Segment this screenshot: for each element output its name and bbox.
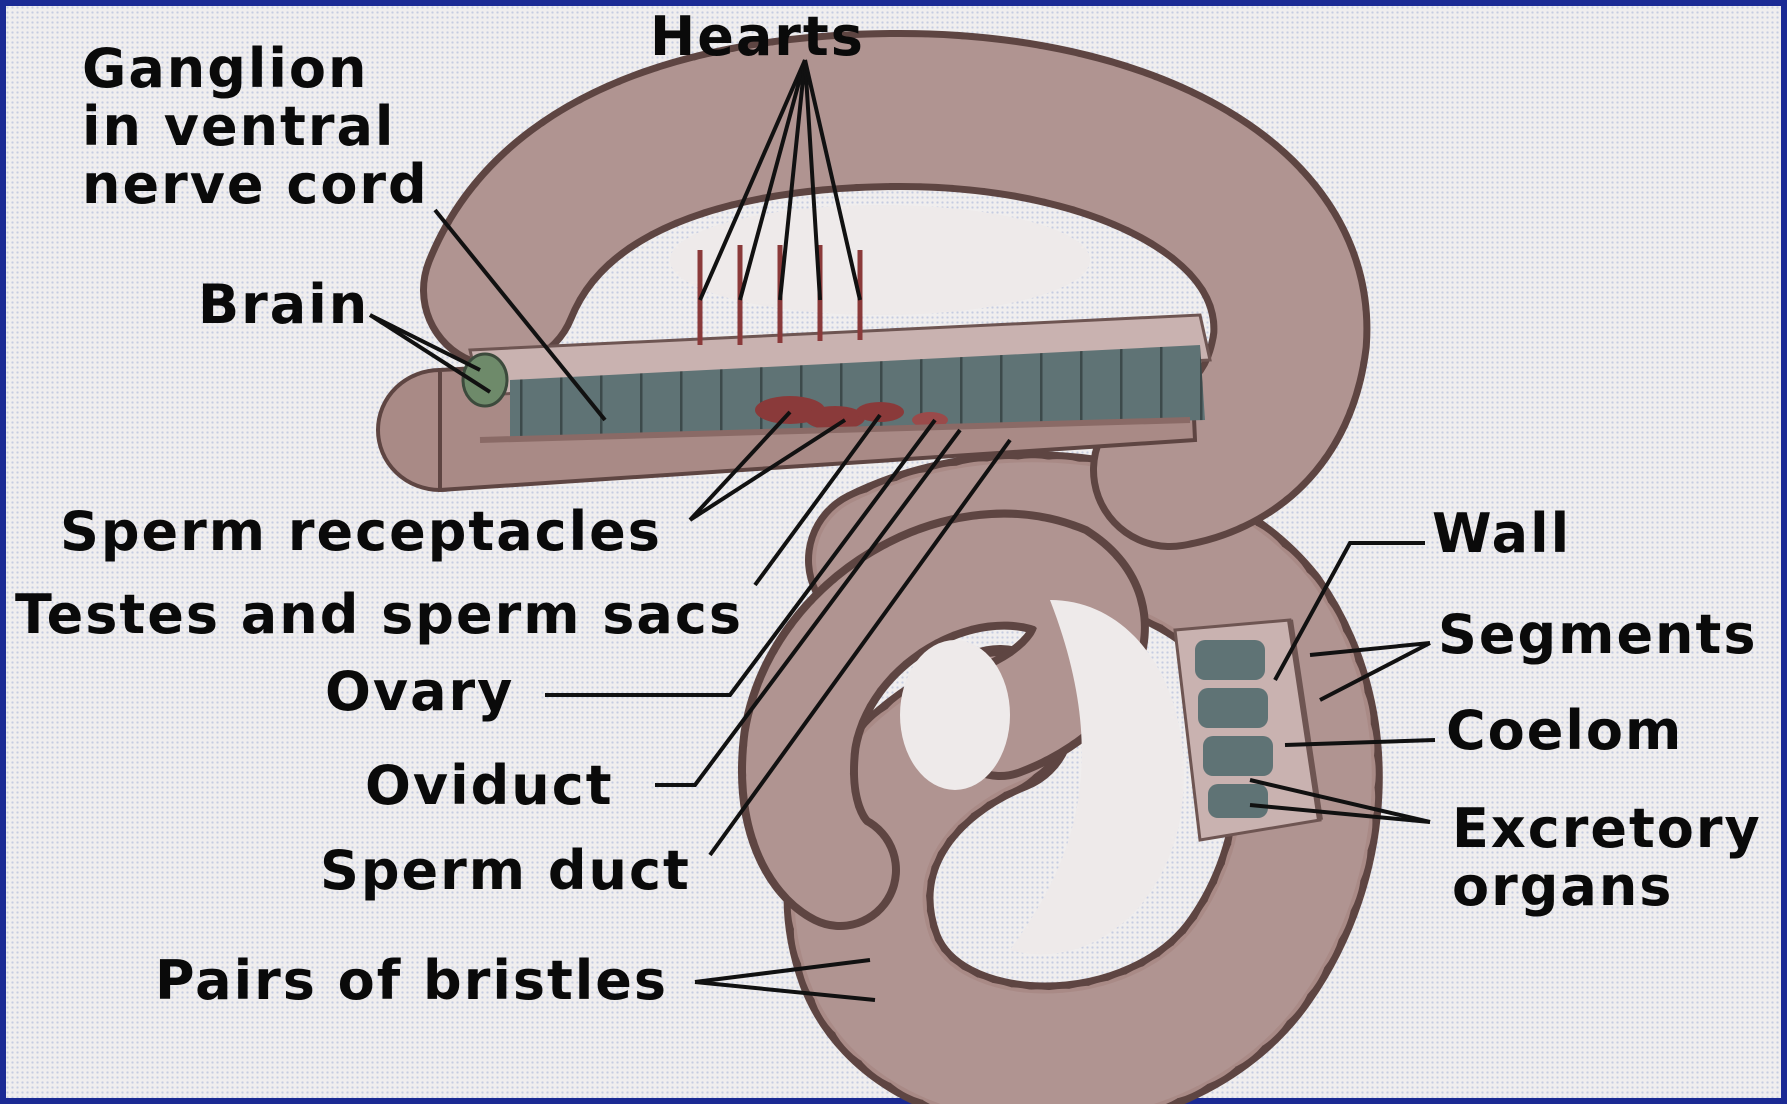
label-testes: Testes and sperm sacs bbox=[15, 586, 743, 644]
label-bristles: Pairs of bristles bbox=[155, 952, 668, 1010]
label-oviduct: Oviduct bbox=[365, 757, 614, 815]
label-excretory-line-1: Excretory bbox=[1452, 800, 1762, 858]
label-wall: Wall bbox=[1432, 505, 1571, 563]
label-ovary: Ovary bbox=[325, 663, 514, 721]
label-ganglion-line-3: nerve cord bbox=[82, 156, 429, 214]
label-excretory: Excretory organs bbox=[1452, 800, 1762, 916]
label-ganglion-line-2: in ventral bbox=[82, 98, 429, 156]
label-ganglion-line-1: Ganglion bbox=[82, 40, 429, 98]
label-excretory-line-2: organs bbox=[1452, 858, 1762, 916]
label-segments: Segments bbox=[1438, 606, 1757, 664]
label-hearts: Hearts bbox=[650, 8, 865, 66]
label-brain: Brain bbox=[198, 276, 369, 334]
label-sperm-duct: Sperm duct bbox=[320, 842, 691, 900]
label-sperm-receptacles: Sperm receptacles bbox=[60, 503, 662, 561]
label-ganglion: Ganglion in ventral nerve cord bbox=[82, 40, 429, 214]
label-coelom: Coelom bbox=[1446, 702, 1683, 760]
